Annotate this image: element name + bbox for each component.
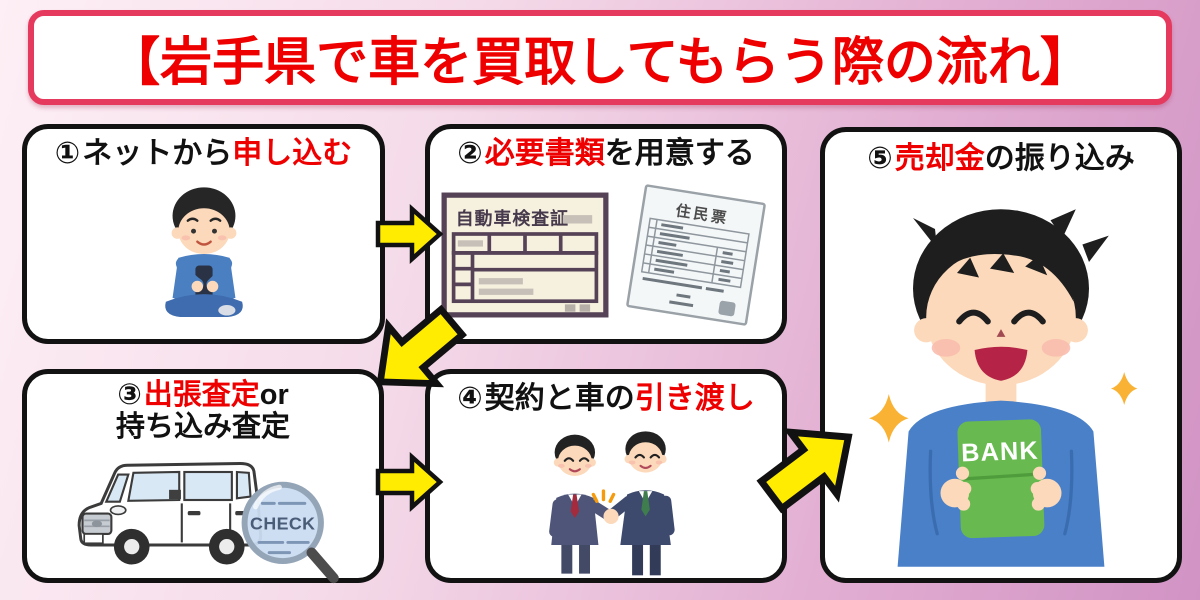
- step-1-card: ①ネットから申し込む: [22, 124, 385, 344]
- step-2-number: ②: [457, 137, 483, 170]
- page-title: 【岩手県で車を買取してもらう際の流れ】: [108, 34, 1092, 92]
- step-1-label-red: 申し込む: [232, 137, 353, 170]
- step-4-label-red: 引き渡し: [634, 382, 755, 415]
- handshake-illustration: [430, 416, 782, 578]
- documents-illustration: 自動車検査証 住民票: [430, 171, 782, 339]
- step-1-heading: ①ネットから申し込む: [55, 137, 352, 171]
- person-smartphone-illustration: [27, 171, 380, 339]
- step-5-number: ⑤: [867, 142, 893, 175]
- step-1-number: ①: [54, 137, 81, 170]
- handshake-icon: [549, 431, 675, 576]
- bank-passbook-icon: BANK: [869, 209, 1138, 567]
- step-3-label-black: or: [259, 379, 289, 411]
- arrow-step1-step2-icon: [375, 203, 444, 265]
- step-2-label-red: 必要書類: [484, 137, 605, 170]
- step-4-heading: ④契約と車の引き渡し: [457, 382, 754, 416]
- step-2-card: ②必要書類を用意する 自動車検査証 住民票: [425, 124, 787, 344]
- step-2-heading: ②必要書類を用意する: [457, 137, 754, 171]
- residence-certificate-icon: 住民票: [626, 184, 766, 326]
- step-3-number: ③: [117, 379, 142, 411]
- step-3-label-line2: 持ち込み査定: [115, 411, 290, 444]
- step-4-label-black: 契約と車の: [484, 382, 635, 415]
- car-check-illustration: CHECK: [27, 444, 379, 584]
- step-5-label-black: の振り込み: [984, 142, 1135, 175]
- bank-label: BANK: [961, 437, 1039, 468]
- title-banner: 【岩手県で車を買取してもらう際の流れ】: [28, 10, 1172, 105]
- step-5-heading: ⑤売却金の振り込み: [867, 142, 1134, 176]
- arrow-step2-step3-icon: [351, 288, 481, 416]
- step-4-card: ④契約と車の引き渡し: [425, 369, 787, 583]
- step-2-label-black-2: を用意する: [604, 137, 755, 170]
- step-5-card: ⑤売却金の振り込み: [820, 127, 1182, 583]
- step-4-number: ④: [457, 382, 483, 415]
- step-3-label-red: 出張査定: [143, 379, 260, 411]
- inspection-cert-title: 自動車検査証: [456, 207, 569, 228]
- car-check-icon: CHECK: [77, 461, 339, 584]
- arrow-step4-step5-icon: [743, 401, 877, 532]
- arrow-step3-step4-icon: [375, 451, 444, 513]
- bank-passbook-illustration: BANK: [825, 176, 1177, 578]
- step-5-label-red: 売却金: [894, 142, 985, 175]
- person-smartphone-icon: [164, 187, 243, 317]
- vehicle-inspection-certificate-icon: 自動車検査証: [441, 192, 609, 318]
- check-label: CHECK: [250, 514, 315, 534]
- step-1-label-black: ネットから: [82, 137, 233, 170]
